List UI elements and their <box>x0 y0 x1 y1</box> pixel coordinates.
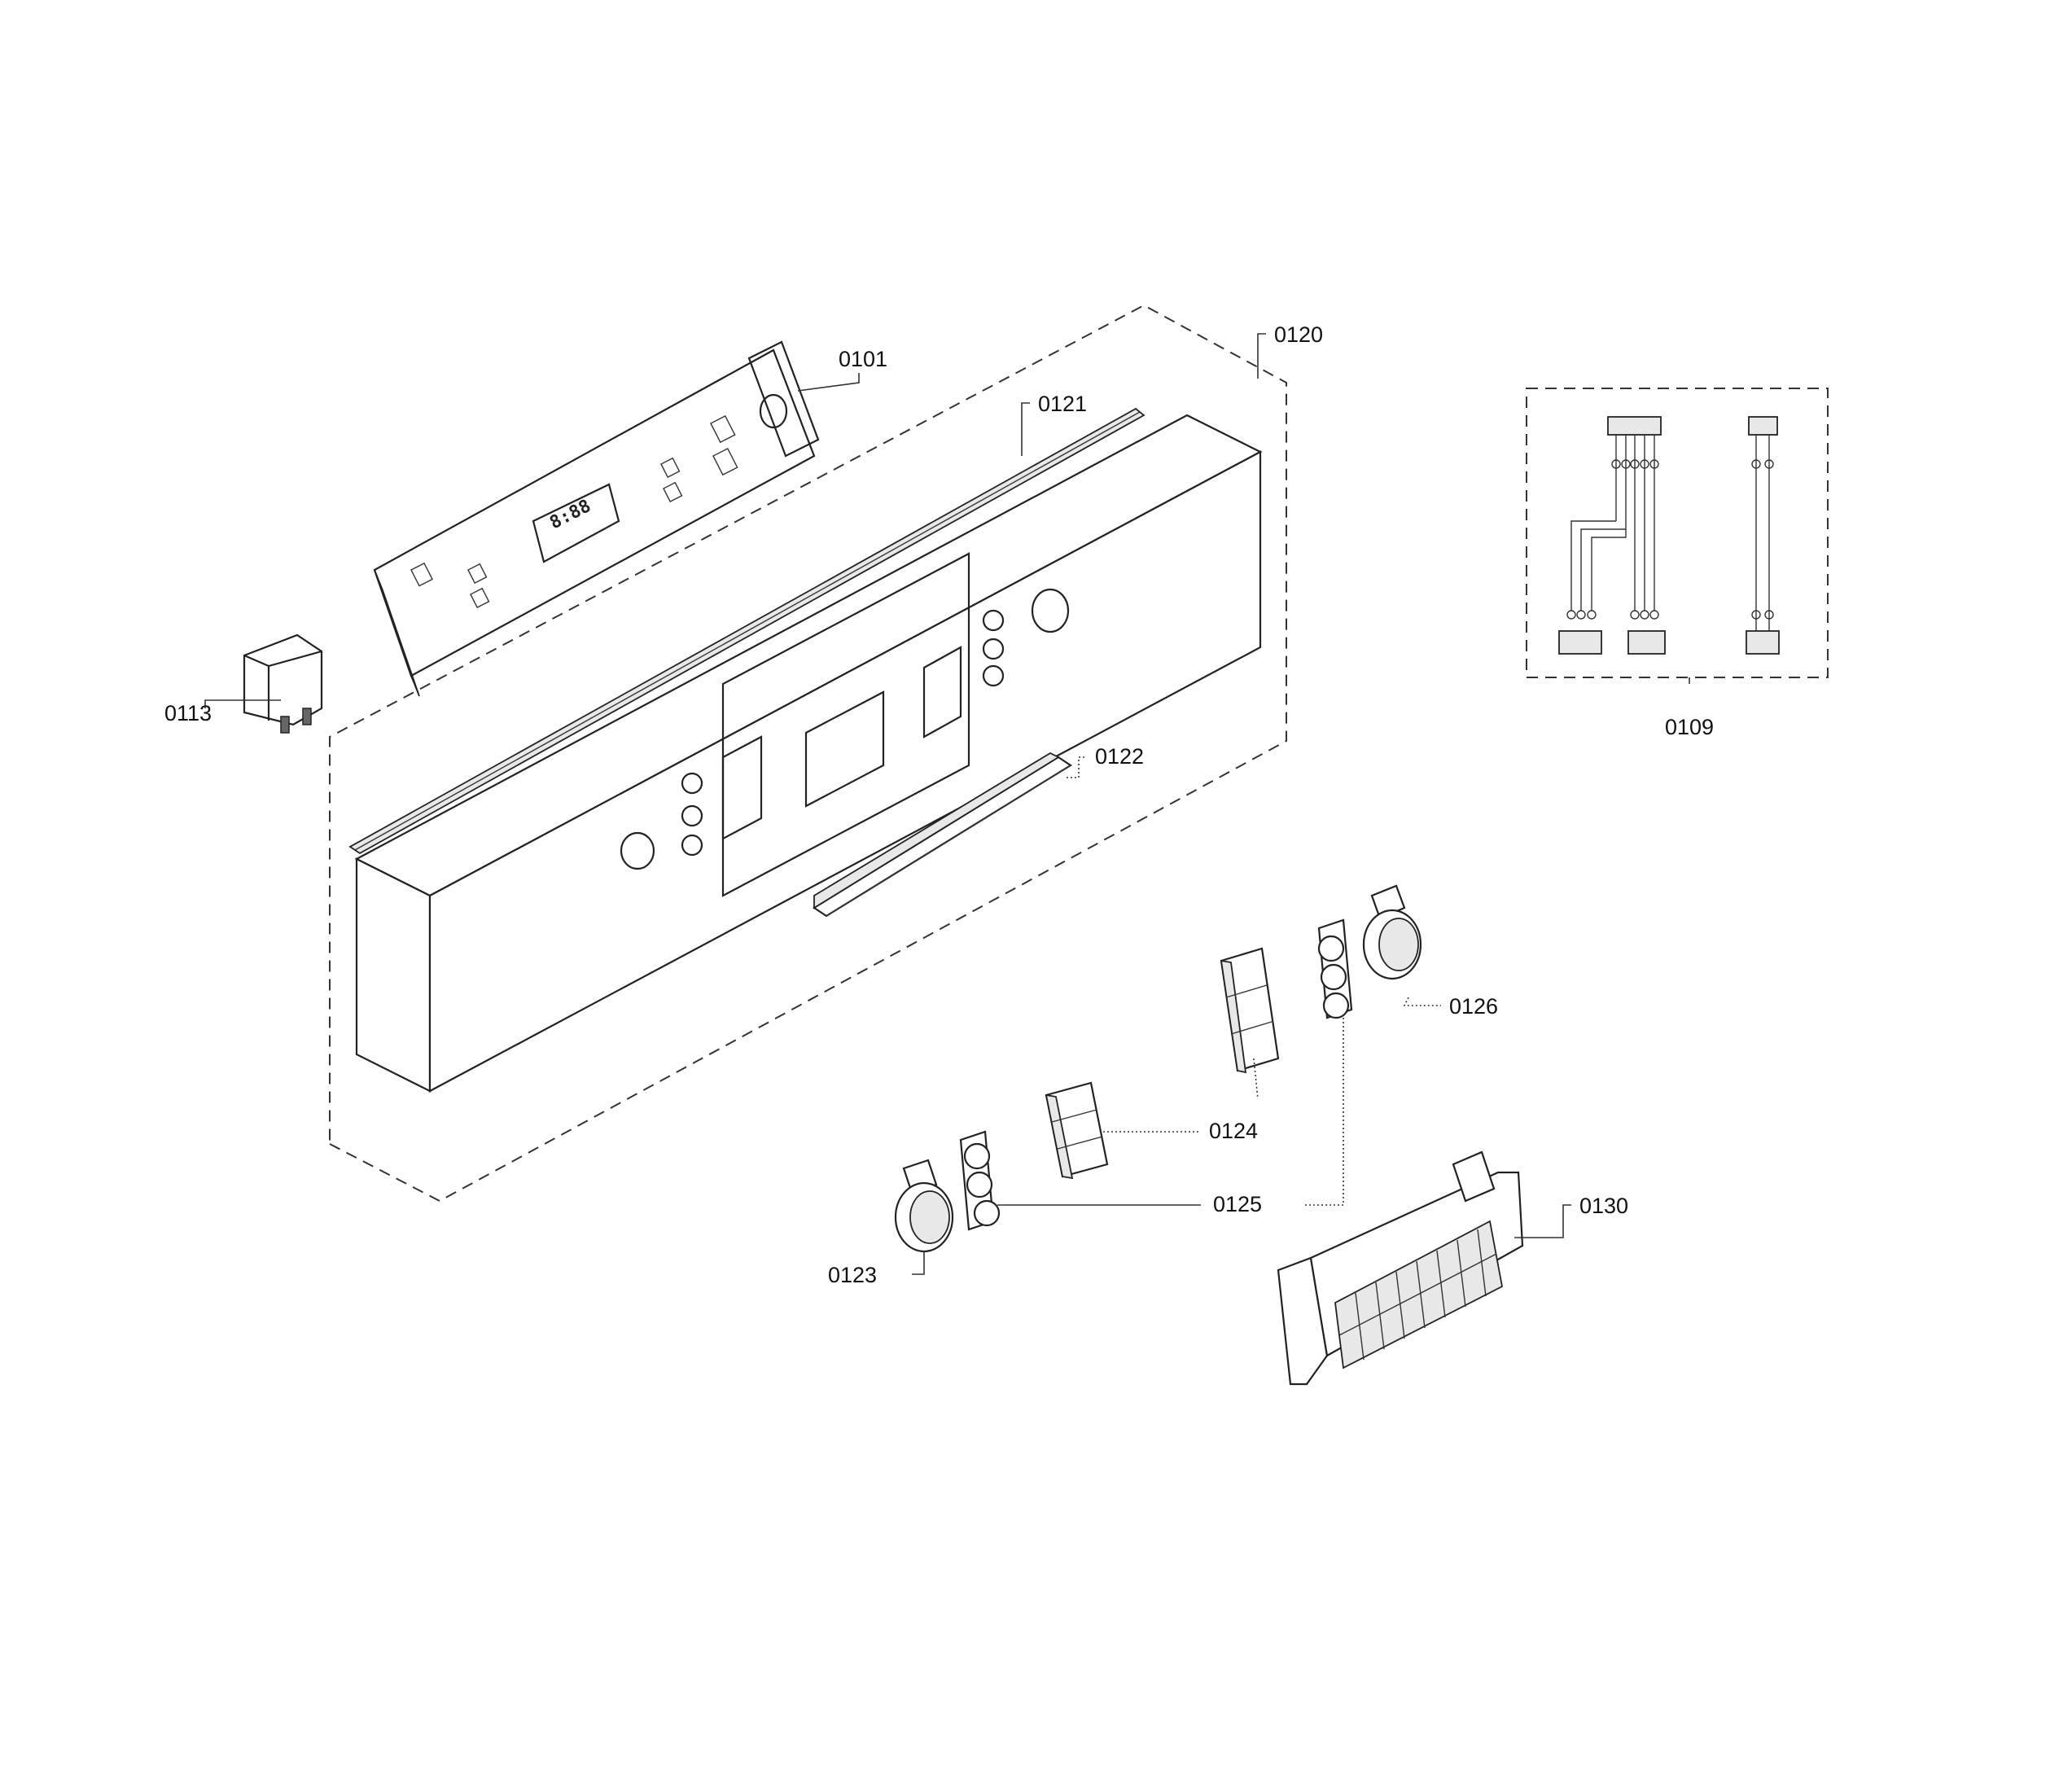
label-0126: 0126 <box>1449 994 1498 1019</box>
part-number-labels: 0101 0120 0121 0122 0109 0113 0126 0124 … <box>164 322 1714 1287</box>
buttons-0125-right[interactable] <box>1317 918 1353 1019</box>
switch-0113[interactable] <box>243 633 323 734</box>
label-0130: 0130 <box>1579 1194 1628 1218</box>
label-0120: 0120 <box>1274 322 1323 347</box>
button-hole <box>982 609 1005 632</box>
control-panel-fascia[interactable] <box>354 414 1263 1093</box>
button-hole <box>681 834 703 857</box>
label-0123: 0123 <box>828 1263 877 1287</box>
electronic-module-0101[interactable]: 8:88 <box>373 340 820 697</box>
rocker-buttons-0124-right[interactable] <box>1220 947 1280 1074</box>
label-0125: 0125 <box>1213 1192 1262 1216</box>
buttons-0125-left[interactable] <box>959 1130 1001 1231</box>
cable-set-0109-outline <box>1526 388 1829 678</box>
label-0109: 0109 <box>1665 715 1714 739</box>
button-hole <box>982 664 1005 687</box>
button-hole <box>982 638 1005 660</box>
handle-0122[interactable] <box>812 752 1073 918</box>
label-0121: 0121 <box>1038 392 1087 416</box>
rocker-buttons-0124-left[interactable] <box>1045 1081 1109 1180</box>
knob-hole-left <box>620 831 655 870</box>
button-hole <box>681 804 703 827</box>
knob-hole-right <box>1031 588 1070 633</box>
carrier-0130[interactable] <box>1277 1150 1524 1386</box>
label-0101: 0101 <box>839 347 887 371</box>
label-0124: 0124 <box>1209 1119 1258 1143</box>
button-hole <box>681 772 703 795</box>
label-0122: 0122 <box>1095 744 1144 769</box>
assembly-0120-outline <box>329 304 1287 1203</box>
label-0113: 0113 <box>164 701 212 725</box>
knob-0123[interactable] <box>894 1159 954 1253</box>
leader-lines <box>204 333 1690 1275</box>
cable-set-0109[interactable] <box>1558 416 1780 655</box>
trim-strip-0121[interactable] <box>348 407 1146 855</box>
knob-0126[interactable] <box>1362 884 1422 980</box>
